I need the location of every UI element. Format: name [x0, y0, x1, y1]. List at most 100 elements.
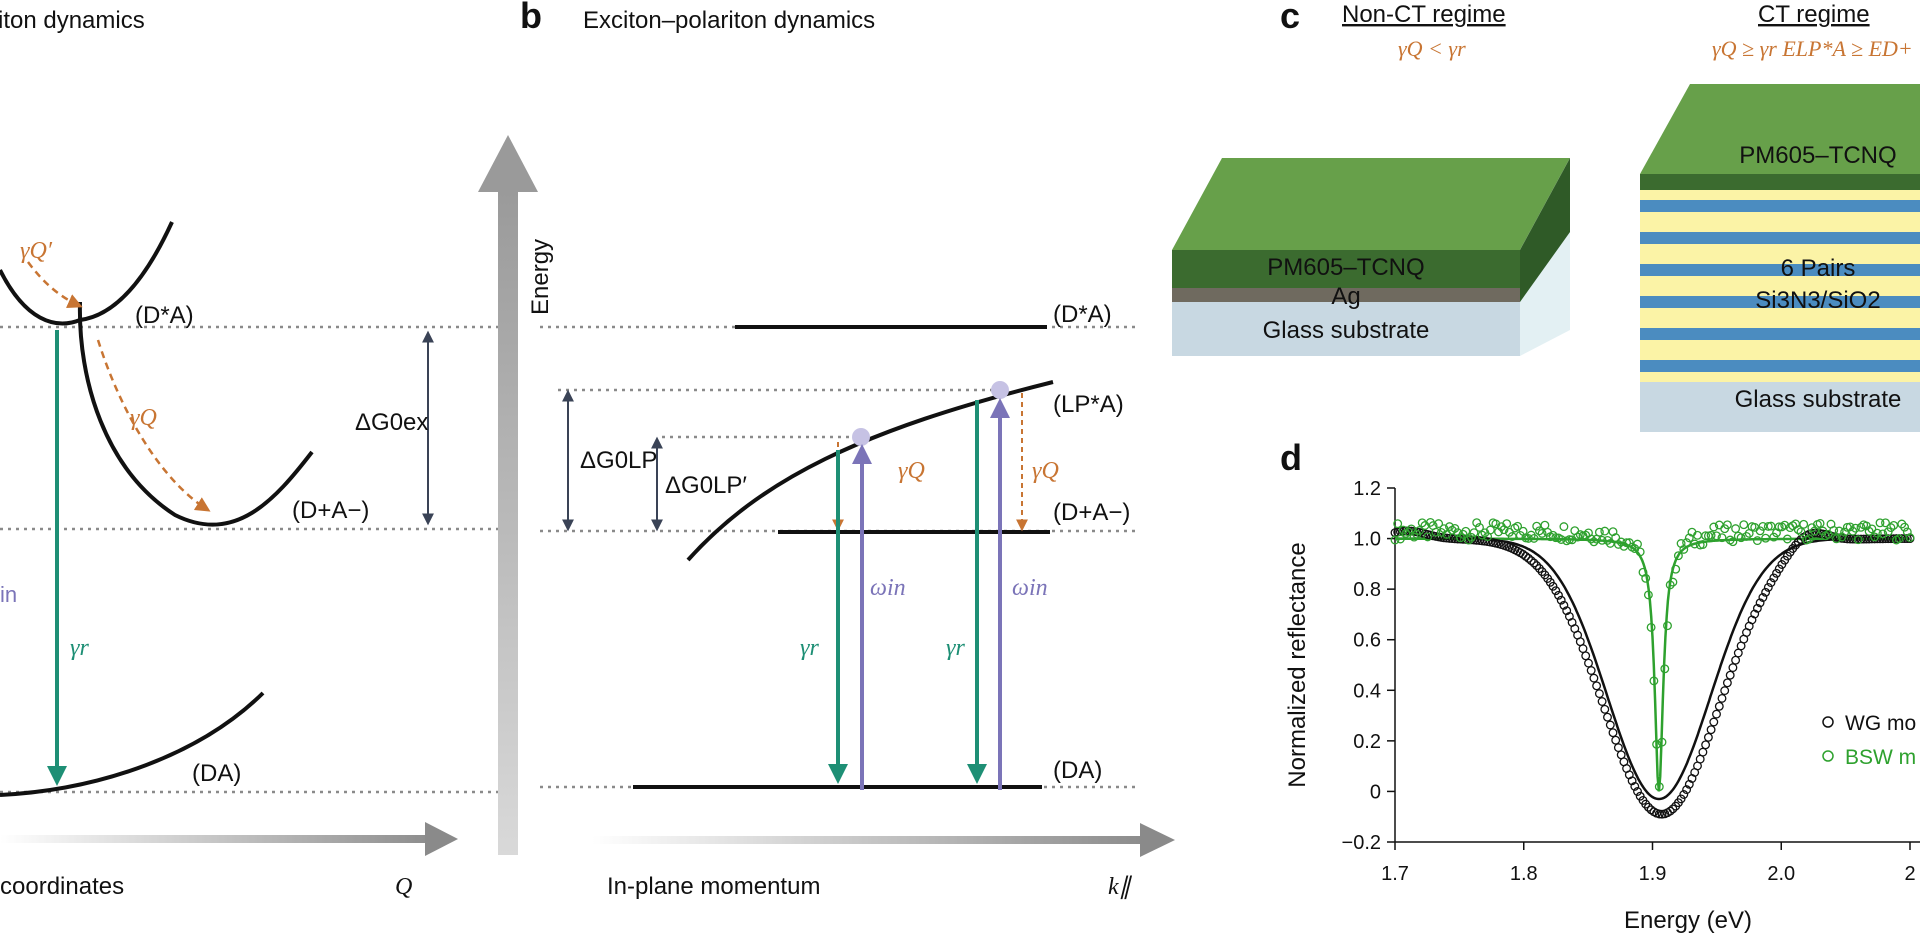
data-point-wg — [1763, 582, 1773, 592]
data-point-wg — [1592, 681, 1602, 691]
x-axis-bar-a — [0, 835, 440, 843]
data-point-wg — [1556, 595, 1566, 605]
data-point-bsw — [1469, 528, 1479, 538]
panel-a-title: iton dynamics — [0, 7, 145, 34]
data-point-bsw — [1466, 532, 1476, 542]
data-point-wg — [1594, 689, 1604, 699]
data-point-wg — [1714, 701, 1724, 711]
data-point-wg — [1589, 673, 1599, 683]
data-point-bsw — [1633, 539, 1642, 549]
fit-line-wg — [1395, 537, 1910, 801]
data-point-bsw — [1559, 522, 1569, 532]
curve-lp — [686, 380, 1054, 562]
data-point-bsw — [1799, 519, 1809, 529]
ct-mirror-layer-1 — [1640, 200, 1920, 212]
data-point-wg — [1717, 693, 1727, 703]
label-b-gamma-r-2: γr — [946, 635, 965, 661]
data-point-bsw — [1431, 527, 1441, 537]
data-point-wg — [1766, 578, 1776, 588]
data-point-bsw — [1889, 520, 1899, 530]
data-point-wg — [1793, 537, 1803, 547]
x-axis-arrowhead-a — [425, 822, 458, 856]
data-point-bsw — [1453, 528, 1463, 538]
data-point-wg — [1532, 561, 1542, 571]
data-point-bsw — [1886, 523, 1896, 533]
y-axis-label: Normalized reflectance — [1284, 542, 1311, 787]
data-point-wg — [1562, 606, 1572, 616]
non-ct-label-active: PM605–TCNQ — [1267, 254, 1424, 281]
data-point-bsw — [1752, 536, 1762, 546]
x-axis-label-a: coordinates — [0, 873, 124, 900]
label-gamma-r: γr — [70, 635, 89, 661]
data-point-wg — [1698, 747, 1708, 757]
data-point-bsw — [1793, 525, 1803, 535]
non-ct-layer-ag — [1172, 288, 1520, 302]
data-point-bsw — [1815, 518, 1825, 528]
non-ct-layer-glass — [1172, 302, 1520, 356]
label-b-gamma-r-1: γr — [800, 635, 819, 661]
data-point-bsw — [1395, 534, 1405, 544]
x-tick-label: 1.7 — [1381, 863, 1409, 885]
data-point-bsw — [1684, 533, 1694, 543]
legend-marker — [1822, 750, 1834, 762]
y-tick-label: 1.0 — [1353, 529, 1381, 551]
label-delta-g-lp: ΔG0LP — [580, 447, 657, 474]
data-point-wg — [1600, 704, 1610, 714]
x-tick-label: 2 — [1904, 863, 1915, 885]
data-point-bsw — [1603, 535, 1612, 545]
data-point-bsw — [1673, 551, 1683, 561]
panel-b-title: Exciton–polariton dynamics — [583, 7, 875, 34]
y-axis-bar-b — [498, 190, 518, 855]
data-point-bsw — [1643, 590, 1653, 600]
data-point-bsw — [1393, 519, 1403, 529]
label-da: (DA) — [192, 760, 241, 787]
data-point-bsw — [1464, 535, 1474, 545]
data-point-bsw — [1652, 739, 1662, 749]
data-point-wg — [1643, 802, 1653, 812]
data-point-wg — [1761, 587, 1771, 597]
data-point-wg — [1630, 781, 1640, 791]
data-point-wg — [1529, 558, 1539, 568]
data-point-bsw — [1712, 531, 1721, 541]
label-b-da: (DA) — [1053, 757, 1102, 784]
data-point-bsw — [1586, 534, 1596, 544]
data-point-wg — [1603, 712, 1612, 722]
data-point-bsw — [1654, 782, 1664, 792]
data-point-bsw — [1668, 577, 1678, 587]
data-point-bsw — [1698, 540, 1708, 549]
data-point-bsw — [1709, 522, 1719, 532]
data-point-bsw — [1390, 535, 1400, 545]
data-point-bsw — [1589, 537, 1599, 547]
data-point-bsw — [1548, 530, 1558, 540]
data-point-bsw — [1613, 539, 1623, 549]
ct-layer-glass — [1640, 382, 1920, 432]
data-point-bsw — [1663, 621, 1672, 631]
data-point-bsw — [1736, 533, 1746, 543]
data-point-bsw — [1872, 528, 1882, 538]
label-b-gamma-q-1: γQ — [898, 458, 925, 484]
data-point-wg — [1633, 787, 1642, 796]
panel-a: iton dynamics (D*A) (D+A−) (DA) γQ′ γQ γ… — [0, 7, 520, 900]
data-point-wg — [1679, 790, 1689, 799]
arrow-gamma-q-prime — [26, 261, 83, 308]
legend-label: BSW m — [1845, 746, 1916, 769]
panel-b: b Exciton–polariton dynamics Energy (D*A… — [478, 0, 1175, 900]
data-point-wg — [1682, 785, 1692, 795]
data-point-bsw — [1761, 533, 1771, 543]
data-point-bsw — [1567, 535, 1577, 545]
legend-label: WG mo — [1845, 712, 1916, 735]
data-point-bsw — [1423, 532, 1433, 542]
data-point-wg — [1668, 804, 1678, 814]
data-point-wg — [1728, 663, 1738, 673]
data-point-wg — [1581, 651, 1591, 661]
data-point-wg — [1676, 794, 1686, 804]
data-point-bsw — [1831, 534, 1841, 544]
data-point-bsw — [1853, 535, 1863, 545]
data-point-bsw — [1502, 519, 1512, 529]
data-point-wg — [1722, 678, 1732, 688]
panel-c: c Non-CT regime γQ < γr CT regime γQ ≥ γ… — [1172, 0, 1920, 432]
label-b-omega-in-2: ωin — [1012, 575, 1048, 601]
data-point-bsw — [1774, 522, 1784, 532]
data-point-wg — [1720, 686, 1730, 696]
